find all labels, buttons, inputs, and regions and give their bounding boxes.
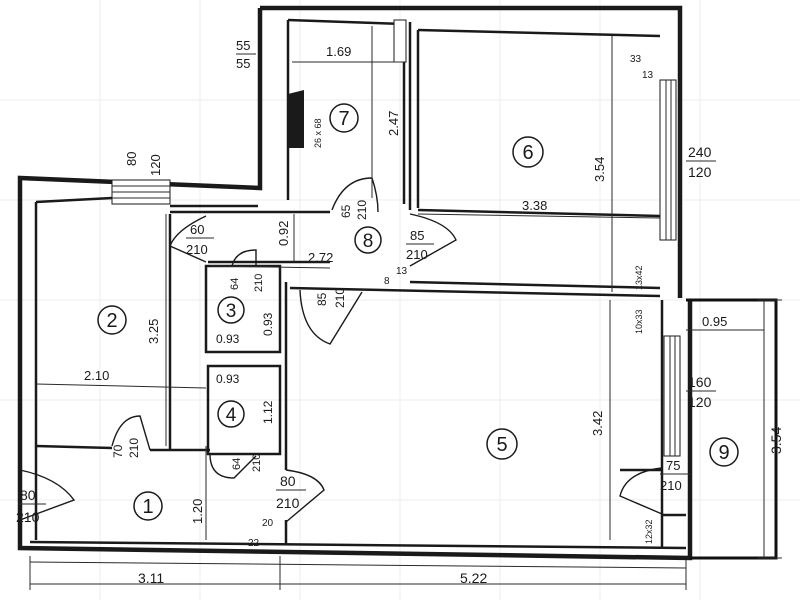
room-1-marker: 1 xyxy=(133,491,163,521)
dimension-lines xyxy=(29,26,782,590)
dim-room-2-height: 3.25 xyxy=(146,319,161,344)
dim-room-7-width: 1.69 xyxy=(326,44,351,59)
dim-room-4-height: 1.12 xyxy=(261,400,275,424)
mark-10x33: 10x33 xyxy=(634,309,644,334)
opening-80-left-width: 80 xyxy=(20,487,36,503)
interior-walls xyxy=(35,18,686,548)
opening-75-height: 210 xyxy=(660,478,682,493)
dim-room-9-width: 0.95 xyxy=(702,314,727,329)
opening-64-room-3-height: 210 xyxy=(253,274,265,292)
room-4-marker: 4 xyxy=(217,400,245,428)
room-1-number: 1 xyxy=(142,496,153,518)
room-7-marker: 7 xyxy=(329,103,359,133)
dim-room-9-height: 3.54 xyxy=(768,427,784,454)
opening-85-room-6-width: 85 xyxy=(410,228,424,243)
room-6-number: 6 xyxy=(522,142,533,164)
opening-85-room-5-height: 210 xyxy=(333,288,347,308)
opening-80-room-1-width: 80 xyxy=(280,473,296,489)
opening-85-room-5-width: 85 xyxy=(315,292,329,306)
opening-65-height: 210 xyxy=(355,200,369,220)
fixture-label: 26 x 68 xyxy=(313,118,323,148)
opening-55-bottom: 55 xyxy=(236,56,250,71)
door-room-5 xyxy=(299,289,363,345)
window-room-6 xyxy=(659,79,677,241)
door-room-4 xyxy=(209,453,257,479)
doors xyxy=(19,177,663,523)
mark-22: 22 xyxy=(248,538,260,549)
opening-64-room-4-width: 64 xyxy=(231,458,243,470)
mark-13b: 13 xyxy=(396,266,408,277)
room-9-marker: 9 xyxy=(709,437,739,467)
opening-labels: 55 55 80 120 240 120 160 120 80 210 60 2… xyxy=(16,38,716,525)
mark-13x42: 13x42 xyxy=(634,265,644,290)
opening-64-room-4-height: 210 xyxy=(251,454,263,472)
door-room-1 xyxy=(285,469,325,523)
mark-12x32: 12x32 xyxy=(644,519,654,544)
windows xyxy=(111,19,681,457)
dim-room-3-width: 0.93 xyxy=(216,332,240,346)
room-4-number: 4 xyxy=(226,405,237,426)
opening-80-window-height: 120 xyxy=(148,154,163,176)
room-8-marker: 8 xyxy=(354,226,382,254)
dim-room-2-width: 2.10 xyxy=(84,368,109,383)
dim-room-7-height: 2.47 xyxy=(386,111,401,136)
door-room-2 xyxy=(111,415,151,451)
dim-bottom-right: 5.22 xyxy=(460,570,487,586)
fixture-room-7: 26 x 68 xyxy=(288,90,323,148)
room-numbers: 1 2 3 4 5 6 7 8 9 xyxy=(97,103,739,521)
opening-60-height: 210 xyxy=(186,242,208,257)
room-3-number: 3 xyxy=(226,301,237,322)
exterior-walls xyxy=(17,5,778,561)
opening-64-room-3-width: 64 xyxy=(229,278,241,290)
small-marks: 33 13 13x42 10x33 12x32 22 20 8 13 xyxy=(248,54,654,549)
dim-room-1-height: 1.20 xyxy=(190,499,205,524)
mark-33: 33 xyxy=(630,54,642,65)
door-room-6 xyxy=(409,213,457,267)
dim-room-5-height: 3.42 xyxy=(590,411,605,436)
dimension-labels: 3.11 5.22 3.54 0.95 1.69 2.47 3.54 3.38 … xyxy=(84,44,784,586)
room-5-number: 5 xyxy=(496,434,507,456)
opening-80-room-1-height: 210 xyxy=(276,495,300,511)
room-2-number: 2 xyxy=(106,310,117,332)
opening-80-left-height: 210 xyxy=(16,509,40,525)
window-room-5 xyxy=(663,335,681,457)
dim-bottom-left: 3.11 xyxy=(138,570,164,586)
room-9-number: 9 xyxy=(718,442,729,464)
opening-75-width: 75 xyxy=(666,458,680,473)
opening-160-height: 120 xyxy=(688,394,712,410)
room-5-marker: 5 xyxy=(486,428,518,460)
room-6-marker: 6 xyxy=(512,136,544,168)
opening-65-width: 65 xyxy=(339,204,353,218)
dim-room-6-width: 3.38 xyxy=(522,198,547,213)
opening-240-height: 120 xyxy=(688,164,712,180)
door-room-2-corridor xyxy=(169,215,207,263)
dim-hall-depth: 0.92 xyxy=(276,221,291,246)
dim-hall-width: 2.72 xyxy=(308,250,333,265)
door-room-9 xyxy=(619,467,663,515)
opening-60-width: 60 xyxy=(190,222,204,237)
room-2-marker: 2 xyxy=(97,305,127,335)
opening-70-width: 70 xyxy=(111,444,125,458)
opening-55-top: 55 xyxy=(236,38,250,53)
opening-85-room-6-height: 210 xyxy=(406,247,428,262)
mark-13: 13 xyxy=(642,70,654,81)
room-7-number: 7 xyxy=(338,108,349,130)
mark-20: 20 xyxy=(262,518,274,529)
dim-room-4-width: 0.93 xyxy=(216,372,240,386)
door-room-3 xyxy=(231,249,257,267)
room-8-number: 8 xyxy=(363,231,374,252)
dim-room-3-height: 0.93 xyxy=(261,312,275,336)
door-entrance xyxy=(19,469,76,521)
mark-8: 8 xyxy=(384,276,390,287)
window-room-7-top xyxy=(393,19,407,63)
room-3-marker: 3 xyxy=(217,296,245,324)
dim-room-6-height: 3.54 xyxy=(592,157,607,182)
opening-70-height: 210 xyxy=(127,438,141,458)
opening-160-width: 160 xyxy=(688,374,712,390)
opening-240-width: 240 xyxy=(688,144,712,160)
opening-80-window-width: 80 xyxy=(124,152,139,166)
